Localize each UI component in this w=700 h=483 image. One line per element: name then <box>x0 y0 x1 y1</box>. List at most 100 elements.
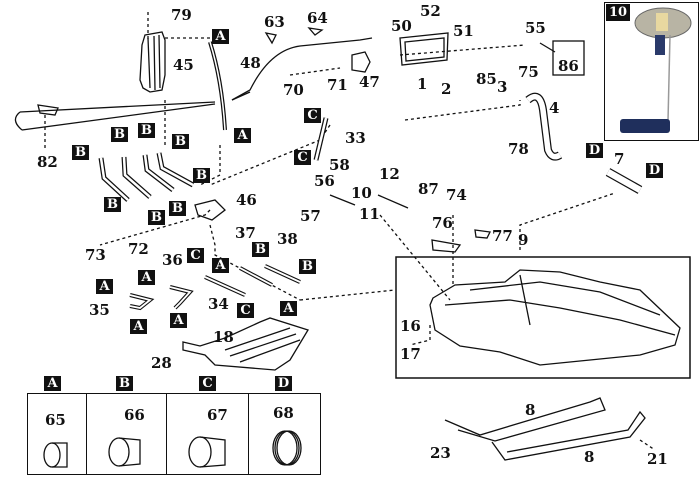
callout-75: 75 <box>518 63 539 81</box>
callout-77: 77 <box>492 227 513 245</box>
callout-1: 1 <box>417 75 428 93</box>
legend-badge-a: A <box>44 376 61 391</box>
hose-a <box>208 41 227 131</box>
callout-17: 17 <box>400 345 421 363</box>
cable-48 <box>231 37 373 101</box>
callout-56: 56 <box>314 172 335 190</box>
callout-74: 74 <box>446 186 467 204</box>
callout-2: 2 <box>441 80 452 98</box>
valve-46 <box>194 199 226 221</box>
part-76 <box>431 239 462 253</box>
clamp-badge-b: B <box>72 145 89 160</box>
clamp-badge-a: A <box>170 313 187 328</box>
callout-28: 28 <box>151 354 172 372</box>
callout-35: 35 <box>89 301 110 319</box>
sender-photo-inset: 10 <box>604 2 699 141</box>
callout-12: 12 <box>379 165 400 183</box>
clamp-badge-b: B <box>148 210 165 225</box>
clamp-badge-d: D <box>586 143 603 158</box>
clamp-badge-b: B <box>193 168 210 183</box>
bracket-47 <box>351 51 371 73</box>
callout-85: 85 <box>476 70 497 88</box>
callout-51: 51 <box>453 22 474 40</box>
callout-50: 50 <box>391 17 412 35</box>
legend-cell-a <box>28 394 87 474</box>
callout-8-upper: 8 <box>525 401 536 419</box>
callout-18: 18 <box>213 328 234 346</box>
callout-16: 16 <box>400 317 421 335</box>
callout-72: 72 <box>128 240 149 258</box>
callout-57: 57 <box>300 207 321 225</box>
rod-56 <box>329 194 356 206</box>
fuel-pipe-82 <box>14 101 216 131</box>
callout-64: 64 <box>307 9 328 27</box>
callout-70: 70 <box>283 81 304 99</box>
callout-8-lower: 8 <box>584 448 595 466</box>
canister-part-45 <box>139 31 166 93</box>
fuel-lid-50 <box>399 32 449 66</box>
clamp-badge-c: C <box>304 108 321 123</box>
callout-34: 34 <box>208 295 229 313</box>
part-86-box <box>552 40 585 76</box>
callout-86: 86 <box>558 57 579 75</box>
photo-label: 10 <box>606 4 631 21</box>
clamp-badge-b: B <box>169 201 186 216</box>
clip-64 <box>307 27 324 36</box>
callout-76: 76 <box>432 214 453 232</box>
callout-46: 46 <box>236 191 257 209</box>
callout-33: 33 <box>345 129 366 147</box>
clamp-badge-a: A <box>212 29 229 44</box>
clamp-badge-a: A <box>280 301 297 316</box>
clamp-badge-b: B <box>299 259 316 274</box>
clamp-legend <box>27 393 321 475</box>
callout-55: 55 <box>525 19 546 37</box>
callout-87: 87 <box>418 180 439 198</box>
callout-63: 63 <box>264 13 285 31</box>
clamp-drawings <box>43 430 302 468</box>
callout-48: 48 <box>240 54 261 72</box>
callout-37: 37 <box>235 224 256 242</box>
fuel-tank-9 <box>429 269 681 366</box>
callout-38: 38 <box>277 230 298 248</box>
callout-36: 36 <box>162 251 183 269</box>
callout-21: 21 <box>647 450 668 468</box>
clamp-badge-b: B <box>252 242 269 257</box>
callout-73: 73 <box>85 246 106 264</box>
callout-47: 47 <box>359 73 380 91</box>
callout-78: 78 <box>508 140 529 158</box>
tank-straps-8 <box>444 397 646 461</box>
callout-79: 79 <box>171 6 192 24</box>
callout-67: 67 <box>207 406 228 424</box>
clamp-badge-c: C <box>237 303 254 318</box>
clamp-badge-c: C <box>187 248 204 263</box>
leader-lines <box>44 12 656 451</box>
legend-cell-c <box>166 394 249 474</box>
callout-7: 7 <box>614 150 625 168</box>
clamp-badge-b: B <box>111 127 128 142</box>
callout-4: 4 <box>549 99 560 117</box>
callout-3: 3 <box>497 78 508 96</box>
callout-68: 68 <box>273 404 294 422</box>
clamp-badge-b: B <box>104 197 121 212</box>
clamp-badge-a: A <box>212 258 229 273</box>
callout-71: 71 <box>327 76 348 94</box>
clamp-badge-a: A <box>130 319 147 334</box>
rod-10 <box>377 194 409 209</box>
legend-cell-b <box>86 394 167 474</box>
fuel-tank-box <box>395 256 691 379</box>
callout-52: 52 <box>420 2 441 20</box>
tank-protector-18 <box>182 317 309 371</box>
clamp-badge-a: A <box>138 270 155 285</box>
clamp-badge-a: A <box>234 128 251 143</box>
legend-badge-d: D <box>275 376 292 391</box>
callout-58: 58 <box>329 156 350 174</box>
callout-10: 10 <box>351 184 372 202</box>
clamp-badge-c: C <box>294 150 311 165</box>
callout-9: 9 <box>518 231 529 249</box>
clamp-badge-b: B <box>172 134 189 149</box>
legend-badge-b: B <box>116 376 133 391</box>
part-77 <box>474 229 491 239</box>
callout-23: 23 <box>430 444 451 462</box>
